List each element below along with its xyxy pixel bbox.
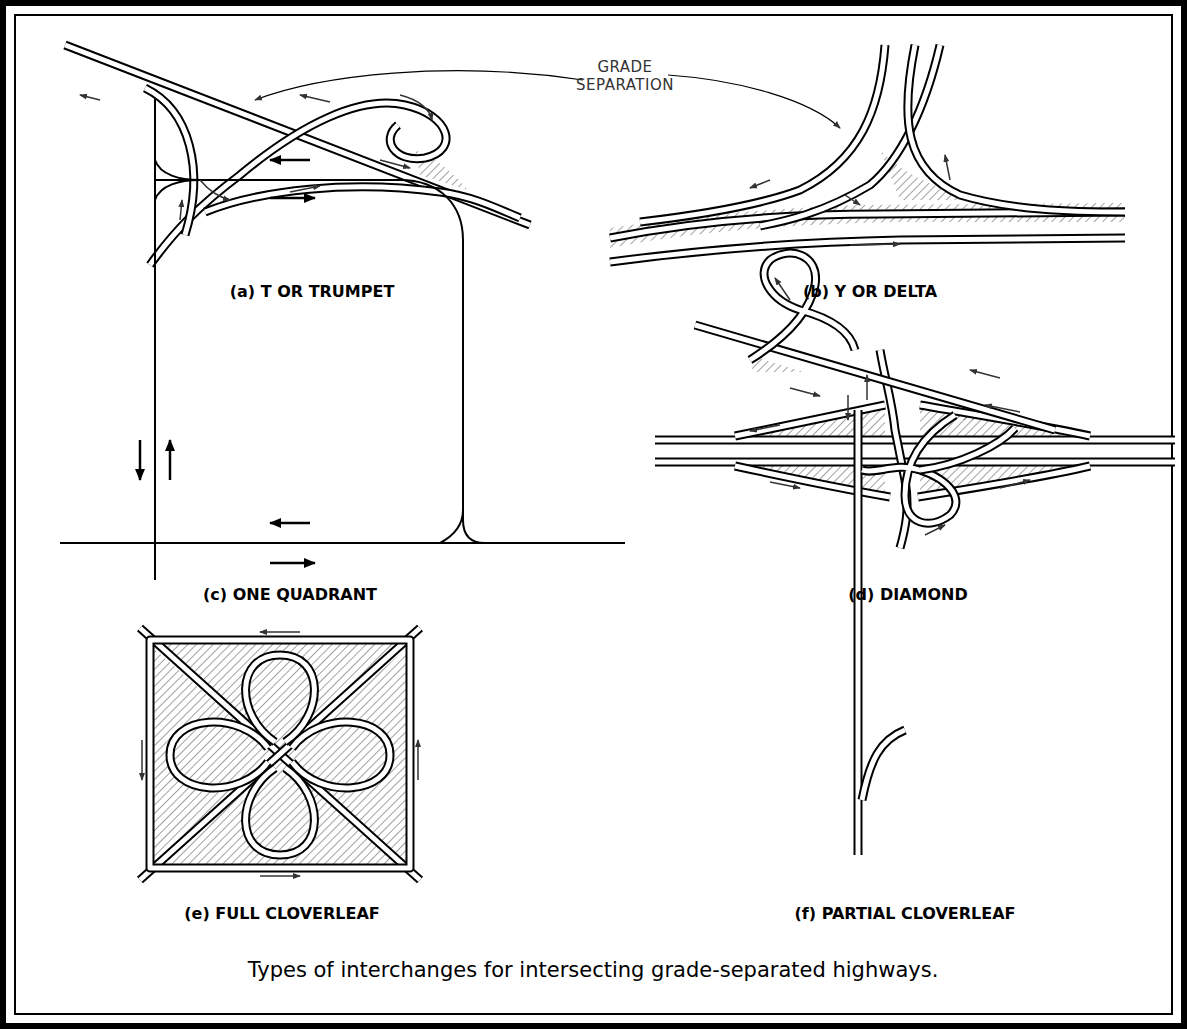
road-edge	[750, 253, 855, 360]
road-edge	[862, 730, 905, 800]
road-edge	[695, 325, 1055, 430]
road-edge	[150, 640, 410, 868]
road-edge	[655, 436, 1175, 445]
road-edge	[920, 428, 1015, 470]
road-edge	[170, 722, 268, 788]
panel-caption: (e) FULL CLOVERLEAF	[122, 904, 442, 923]
road-edge	[140, 628, 420, 880]
road-lane	[610, 238, 1125, 262]
road-edge	[140, 628, 420, 880]
road-lane	[145, 88, 194, 235]
panel-caption: (b) Y OR DELTA	[720, 282, 1020, 301]
road-lane	[140, 628, 420, 880]
panel-caption: (c) ONE QUADRANT	[140, 585, 440, 604]
road-edge	[246, 655, 315, 742]
road-edge	[292, 722, 390, 788]
road-edge	[610, 238, 1125, 262]
road-lane	[150, 640, 410, 868]
figure-caption: Types of interchanges for intersecting g…	[143, 958, 1043, 983]
road-edge	[145, 88, 194, 235]
road-edge	[246, 768, 315, 855]
road-lane	[695, 325, 1055, 430]
panel-caption: (d) DIAMOND	[758, 585, 1058, 604]
road-lane	[908, 45, 1125, 212]
road-lane	[140, 628, 420, 880]
panel-caption: (a) T OR TRUMPET	[162, 282, 462, 301]
road-lane	[856, 410, 861, 855]
road-lane	[655, 438, 1175, 443]
road-lane	[246, 768, 315, 855]
road-lane	[750, 253, 855, 360]
road-lane	[292, 722, 390, 788]
road-lane	[920, 428, 1015, 470]
road-edge	[908, 45, 1125, 212]
road-edge	[205, 187, 520, 218]
road-lane	[205, 187, 520, 218]
callout-label: GRADE SEPARATION	[565, 58, 685, 94]
panel-caption: (f) PARTIAL CLOVERLEAF	[735, 904, 1075, 923]
road-lane	[862, 730, 905, 800]
road-lane	[246, 655, 315, 742]
road-lane	[170, 722, 268, 788]
